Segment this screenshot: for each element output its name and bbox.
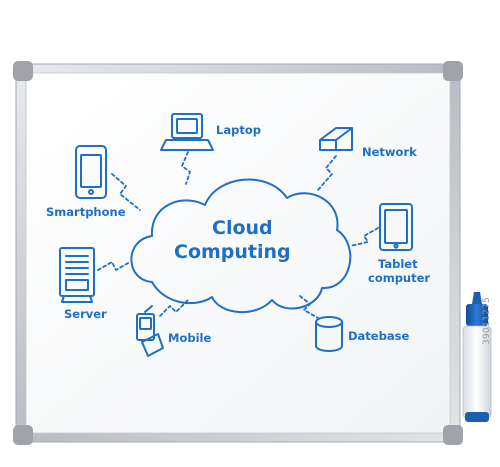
whiteboard-surface — [25, 72, 451, 434]
tablet-icon — [379, 203, 413, 251]
database-icon — [315, 316, 343, 352]
tablet-label-line2: computer — [368, 271, 430, 285]
tablet-label-line1: Tablet — [378, 257, 418, 271]
mobile-phone-icon — [136, 305, 164, 357]
cloud-label-line1: Cloud — [212, 217, 273, 239]
connector-laptop — [181, 151, 191, 185]
whiteboard — [13, 61, 463, 445]
frame-corner-bl — [13, 425, 33, 445]
smartphone-icon — [75, 145, 107, 199]
marker-end — [465, 412, 489, 422]
stock-id-text: 39011275 — [482, 296, 492, 345]
smartphone-label: Smartphone — [46, 205, 126, 219]
marker-cap — [466, 304, 488, 326]
network-label: Network — [362, 145, 417, 159]
frame-corner-tr — [443, 61, 463, 81]
connector-server — [97, 261, 131, 271]
marker-tip — [472, 292, 482, 304]
frame-corner-br — [443, 425, 463, 445]
network-icon — [319, 127, 353, 151]
connector-database — [299, 295, 319, 319]
mobile-label: Mobile — [168, 331, 211, 345]
connector-smartphone — [111, 173, 141, 211]
database-label: Datebase — [348, 329, 409, 343]
cloud-label-line2: Computing — [174, 241, 291, 263]
connector-mobile — [159, 299, 189, 317]
connector-network — [317, 155, 337, 191]
frame-corner-tl — [13, 61, 33, 81]
cloud-icon — [130, 178, 352, 314]
connector-tablet — [349, 227, 379, 247]
marker-icon — [462, 292, 492, 422]
server-icon — [59, 247, 95, 303]
laptop-label: Laptop — [216, 123, 261, 137]
laptop-icon — [160, 113, 214, 151]
server-label: Server — [64, 307, 107, 321]
